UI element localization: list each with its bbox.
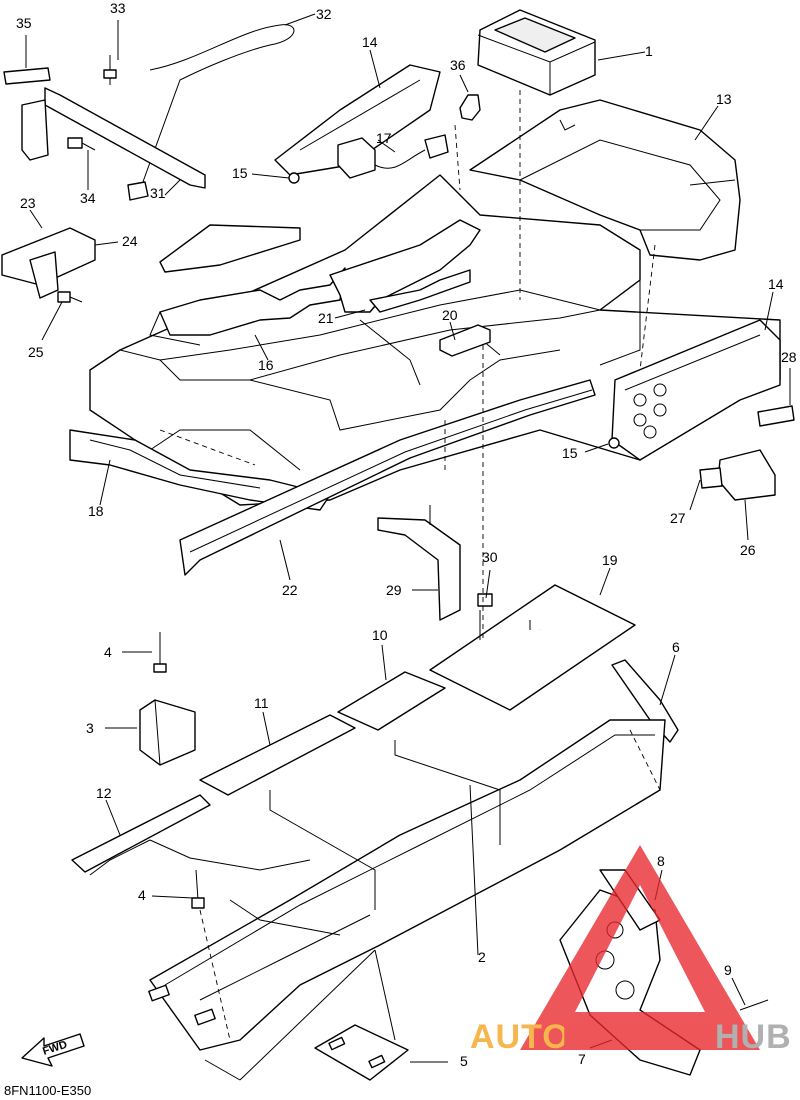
- watermark-hub: HUB: [715, 1018, 792, 1056]
- part-bolt-33: [103, 55, 117, 85]
- callout-1: 1: [645, 43, 653, 59]
- callout-8: 8: [657, 853, 665, 869]
- part-bolt-30: [477, 593, 493, 607]
- part-plate-10: [337, 671, 446, 731]
- callout-3: 3: [86, 720, 94, 736]
- part-relay-switch: [337, 134, 449, 179]
- part-strip-12: [71, 794, 211, 873]
- callout-20: 20: [442, 307, 458, 323]
- callout-17: 17: [376, 130, 392, 146]
- part-bolt-9: [739, 999, 769, 1011]
- callout-4a: 4: [104, 644, 112, 660]
- callout-31: 31: [150, 185, 166, 201]
- part-hinge-23-24: [1, 227, 96, 299]
- callout-26: 26: [740, 542, 756, 558]
- callout-32: 32: [316, 6, 332, 22]
- part-mat-19: [429, 584, 636, 711]
- callout-30: 30: [482, 549, 498, 565]
- callout-6: 6: [672, 639, 680, 655]
- callout-22: 22: [282, 582, 298, 598]
- part-bracket-29: [377, 505, 461, 621]
- callout-9: 9: [724, 962, 732, 978]
- callout-35: 35: [16, 15, 32, 31]
- part-bolt-25: [57, 291, 83, 303]
- callout-10: 10: [372, 627, 388, 643]
- part-body-shell: [469, 99, 741, 261]
- callout-5: 5: [460, 1053, 468, 1069]
- part-channel: [179, 379, 596, 576]
- part-crossmember: [329, 219, 481, 313]
- part-bolt-34: [67, 137, 96, 151]
- callout-12: 12: [96, 785, 112, 801]
- part-tube-frame: [149, 224, 346, 346]
- callout-36: 36: [450, 57, 466, 73]
- part-plate-5: [314, 1024, 409, 1081]
- callout-4b: 4: [138, 887, 146, 903]
- fwd-arrow-icon: FWD: [21, 1033, 85, 1067]
- callout-21: 21: [318, 310, 334, 326]
- part-pad-28: [757, 405, 795, 427]
- part-washer-15b: [608, 437, 620, 449]
- callout-14b: 14: [768, 276, 784, 292]
- callout-2: 2: [478, 949, 486, 965]
- watermark-triangle-icon: [520, 845, 760, 1050]
- callout-27: 27: [670, 510, 686, 526]
- callout-19: 19: [602, 552, 618, 568]
- callout-16: 16: [258, 357, 274, 373]
- callout-leaders: [25, 13, 791, 1063]
- part-block-20: [439, 324, 491, 357]
- part-bracket-31: [21, 87, 206, 189]
- part-clip-3: [139, 699, 196, 766]
- part-panel-14-upper: [274, 64, 441, 176]
- callout-23: 23: [20, 195, 36, 211]
- part-pad-35: [3, 67, 51, 85]
- part-tool-tray: [477, 9, 596, 96]
- callout-24: 24: [122, 233, 138, 249]
- callout-15a: 15: [232, 165, 248, 181]
- callouts: 1 2 3 4 4 5 6 7 8 9 10 11 12 13 14 14 15…: [16, 0, 797, 1069]
- part-clip-36: [459, 94, 481, 121]
- part-rivet-4a: [153, 632, 167, 673]
- watermark-moto: MOTO: [562, 1018, 667, 1056]
- watermark-logo: AUTO MOTO HUB: [470, 845, 792, 1056]
- callout-7: 7: [578, 1051, 586, 1067]
- callout-33: 33: [110, 0, 126, 16]
- callout-15b: 15: [562, 445, 578, 461]
- callout-29: 29: [386, 582, 402, 598]
- part-washer-15a: [288, 172, 300, 184]
- callout-18: 18: [88, 503, 104, 519]
- callout-13: 13: [716, 91, 732, 107]
- callout-25: 25: [28, 344, 44, 360]
- diagram-code: 8FN1100-E350: [4, 1083, 91, 1098]
- watermark-auto: AUTO: [470, 1018, 570, 1056]
- part-side-rail: [69, 429, 331, 511]
- part-cable: [127, 24, 295, 201]
- part-rivet-4b: [191, 869, 205, 909]
- part-hinge-26: [699, 449, 776, 501]
- callout-14a: 14: [362, 34, 378, 50]
- part-strip-11: [199, 714, 356, 796]
- callout-28: 28: [781, 349, 797, 365]
- callout-11: 11: [254, 695, 269, 711]
- leader-lines: [89, 90, 661, 1081]
- part-floor-board: [148, 719, 666, 1051]
- callout-34: 34: [80, 190, 96, 206]
